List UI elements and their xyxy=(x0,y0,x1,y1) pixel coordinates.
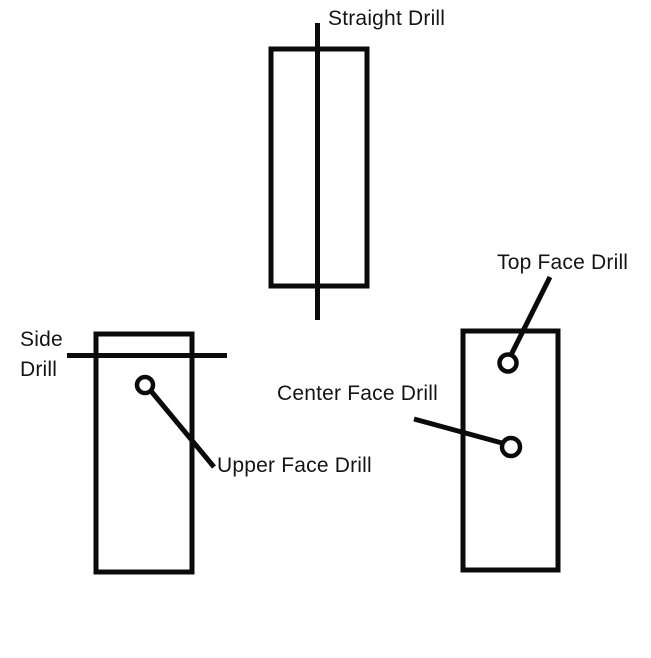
top-face-drill-label: Top Face Drill xyxy=(497,251,629,274)
upper-face-hole-circle xyxy=(134,374,156,396)
top-face-hole-circle xyxy=(497,352,519,374)
side-drill-label-line1: Side xyxy=(20,328,63,351)
side-drill-label: Side Drill xyxy=(20,325,63,385)
center-face-drill-label: Center Face Drill xyxy=(277,382,438,405)
right-board-rect xyxy=(460,328,561,573)
center-face-hole-circle xyxy=(499,435,523,459)
center-face-leader-line xyxy=(413,416,503,446)
upper-face-leader-line xyxy=(149,389,216,469)
top-face-leader-line xyxy=(508,275,553,357)
straight-drill-label: Straight Drill xyxy=(328,7,446,30)
upper-face-drill-label: Upper Face Drill xyxy=(217,454,372,477)
side-drill-label-line2: Drill xyxy=(20,358,58,381)
left-board-rect xyxy=(93,331,195,575)
